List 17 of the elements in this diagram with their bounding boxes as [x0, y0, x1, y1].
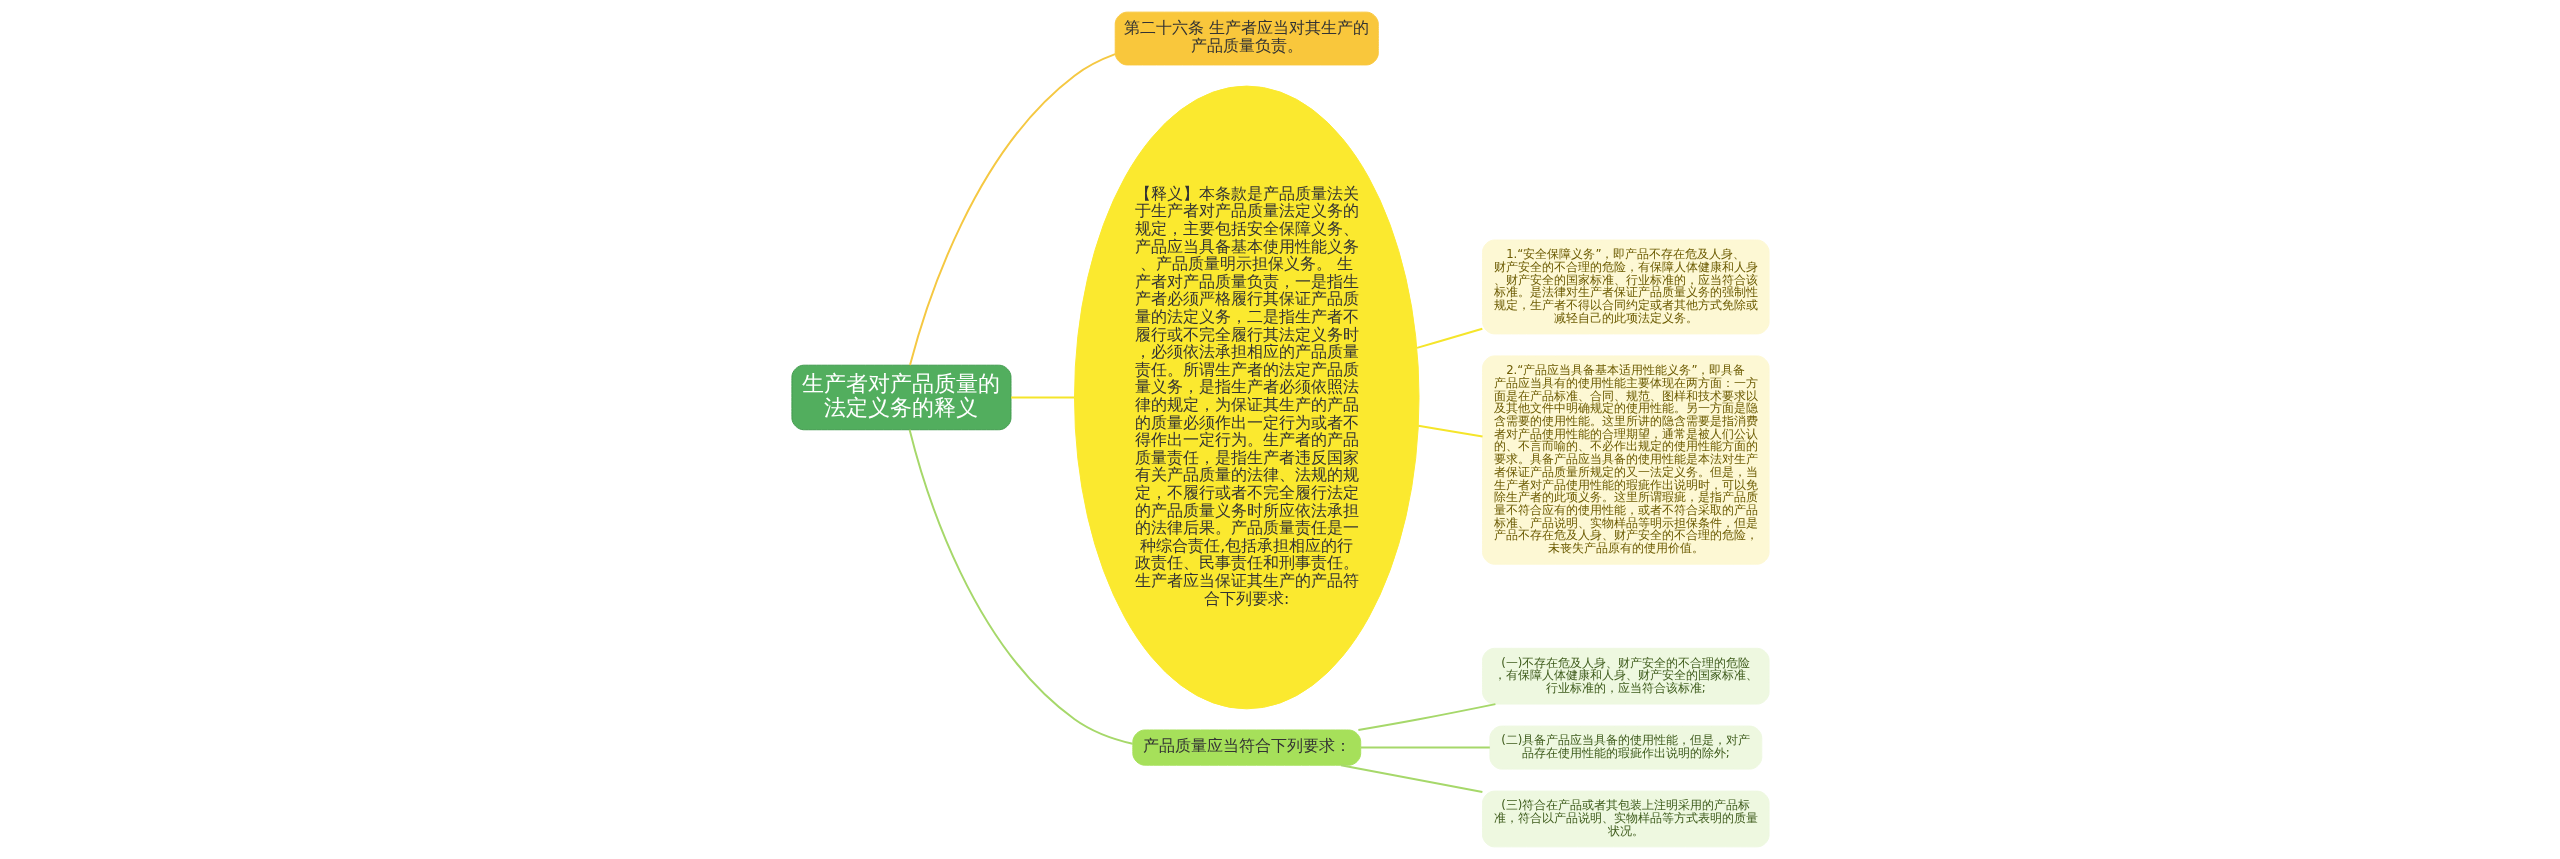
connector: [908, 53, 1116, 367]
node-box: (三)符合在产品或者其包装上注明采用的产品标准，符合以产品说明、实物样品等方式表明的质量状况。: [1481, 790, 1770, 848]
connector: [908, 428, 1134, 745]
connector: [1359, 746, 1491, 749]
node-box: (一)不存在危及人身、财产安全的不合理的危险，有保障人体健康和人身、财产安全的国家标准、行业标准的，应当符合该标准;: [1481, 647, 1770, 705]
node-ellipse: 【释义】本条款是产品质量法关于生产者对产品质量法定义务的规定，主要包括安全保障义务、产品应当具备基本使用性能义务、产品质量明示担保义务。 生产者对产品质量负责，一是指生产者必须严格履行其保证产品质量的法定义务，二是指生产者不履行或不完全履行其法定义务时，必须依法承担相应的产品质量责任。所谓生产者的法定产品质量义务，是指生产者必须依照法律的规定，为保证其生产的产品的质量必须作出一定行为或者不得作出一定行为。生产者的产品质量责任，是指生产者违反国家有关产品质量的法律、法规的规定，不履行或者不完全履行法定的产品质量义务时所应依法承担的法律后果。产品质量责任是一种综合责任,包括承担相应的行政责任、民事责任和刑事责任。生产者应当保证其生产的产品符合下列要求:: [1073, 85, 1419, 710]
connector: [1356, 703, 1496, 731]
node-box: (二)具备产品应当具备的使用性能，但是，对产品存在使用性能的瑕疵作出说明的除外;: [1488, 725, 1762, 770]
node-box: 2.“产品应当具备基本适用性能义务”，即具备产品应当具有的使用性能主要体现在两方面：一方面是在产品标准、合同、规范、图样和技术要求以及其他文件中明确规定的使用性能。另一方面是隐含需要的使用性能。这里所讲的隐含需要是指消费者对产品使用性能的合理期望，通常是被人们公认的、不言而喻的、不必作出规定的使用性能方面的要求。具备产品应当具备的使用性能是本法对生产者保证产品质量所规定的又一法定义务。但是，当生产者对产品使用性能的瑕疵作出说明时，可以免除生产者的此项义务。这里所谓瑕疵，是指产品质量不符合应有的使用性能，或者不符合采取的产品标准、产品说明、实物样品等明示担保条件，但是产品不存在危及人身、财产安全的不合理的危险，未丧失产品原有的使用价值。: [1481, 355, 1770, 565]
node-box: 第二十六条 生产者应当对其生产的产品质量负责。: [1114, 11, 1379, 66]
connector: [1339, 764, 1483, 793]
connector: [1009, 396, 1075, 399]
connector: [1416, 424, 1483, 438]
node-box: 生产者对产品质量的法定义务的释义: [790, 364, 1011, 431]
node-box: 1.“安全保障义务”，即产品不存在危及人身、财产安全的不合理的危险，有保障人体健康和人身、财产安全的国家标准、行业标准的，应当符合该标准。是法律对生产者保证产品质量义务的强制性规定，生产者不得以合同约定或者其他方式免除或减轻自己的此项法定义务。: [1481, 239, 1770, 335]
connector: [1415, 327, 1483, 349]
node-box: 产品质量应当符合下列要求：: [1131, 729, 1361, 766]
